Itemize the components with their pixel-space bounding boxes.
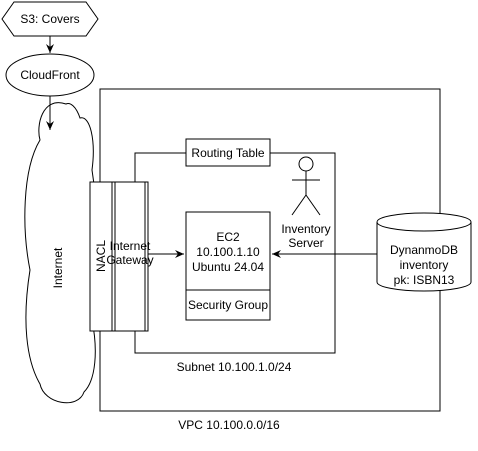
internet-gateway-node[interactable] (111, 181, 149, 332)
dynamodb-label-line1: DynanmoDB (390, 243, 458, 257)
s3-covers-node[interactable] (1, 1, 99, 37)
routing-table-label: Routing Table (191, 146, 264, 160)
inventory-server-label-line1: Inventory (281, 222, 330, 236)
inventory-server-actor-icon[interactable] (291, 156, 321, 216)
vpc-label: VPC 10.100.0.0/16 (178, 418, 280, 432)
security-group-label: Security Group (188, 298, 268, 312)
internet-gateway-label-line2: Gateway (106, 253, 153, 267)
subnet-label: Subnet 10.100.1.0/24 (177, 360, 292, 374)
cloudfront-label: CloudFront (20, 68, 80, 82)
inventory-server-label-line2: Server (288, 236, 323, 250)
routing-table-node[interactable] (185, 138, 271, 167)
s3-covers-label: S3: Covers (20, 12, 79, 26)
internet-cloud[interactable] (24, 102, 99, 404)
dynamodb-cylinder-icon[interactable] (376, 212, 472, 292)
dynamodb-label-line3: pk: ISBN13 (394, 273, 455, 287)
internet-gateway-label-line1: Internet (110, 239, 151, 253)
ec2-label-line2: 10.100.1.10 (196, 245, 260, 259)
ec2-label-line3: Ubuntu 24.04 (192, 260, 264, 274)
internet-label: Internet (51, 247, 65, 288)
nacl-label: NACL (94, 240, 108, 272)
dynamodb-label-line2: inventory (400, 258, 449, 272)
ec2-label-line1: EC2 (216, 230, 240, 244)
ec2-node[interactable] (185, 211, 271, 321)
